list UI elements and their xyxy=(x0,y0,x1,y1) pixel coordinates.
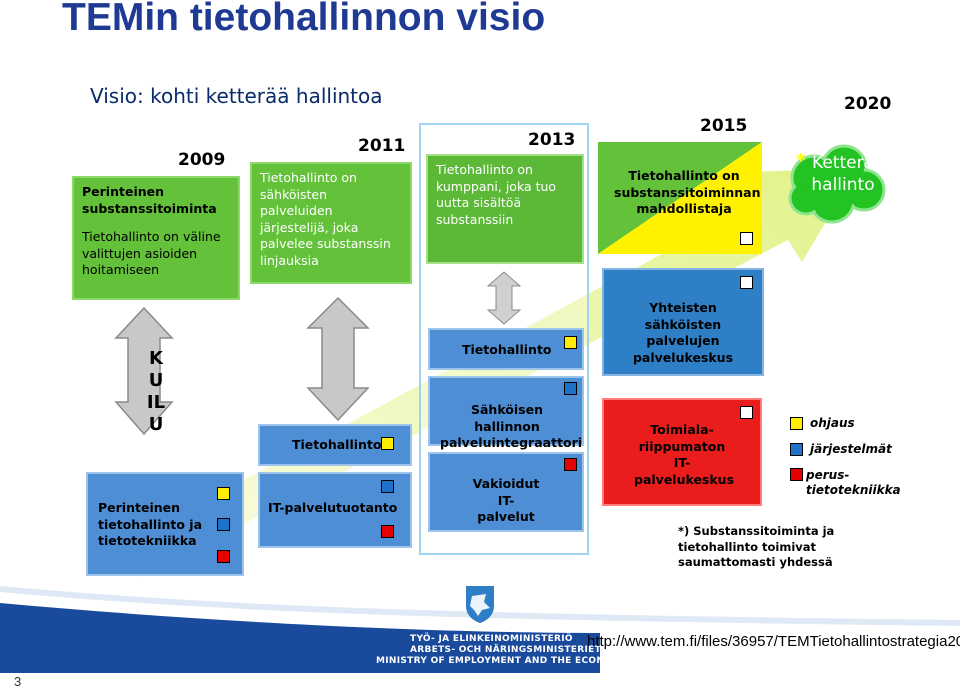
footnote: *) Substanssitoiminta ja tietohallinto t… xyxy=(678,524,835,570)
year-2020: 2020 xyxy=(844,94,892,114)
year-2009: 2009 xyxy=(178,150,226,170)
col2013-b2-text: Sähköisen hallinnon palveluintegraattori xyxy=(440,402,583,450)
cloud-text: Ketterä hallinto xyxy=(811,153,875,195)
col2011-ohjaus-marker xyxy=(381,437,394,450)
legend-perustietotekniikka-label: perus-tietotekniikka xyxy=(806,468,901,497)
source-url: http://www.tem.fi/files/36957/TEMTietoha… xyxy=(587,633,960,650)
footer-wave xyxy=(0,583,960,695)
col2013-b1-box: Tietohallinto xyxy=(428,328,584,370)
col2011-top-text: Tietohallinto on sähköisten palveluiden … xyxy=(260,170,391,268)
col2015-top-text: Tietohallinto on substanssitoiminnan mah… xyxy=(614,168,761,216)
legend-jarjestelmat-label: järjestelmät xyxy=(810,442,892,456)
col2013-jarjestelmat-marker xyxy=(564,382,577,395)
col2015-bottom-marker xyxy=(740,406,753,419)
page-number: 3 xyxy=(14,674,22,689)
col2011-jarjestelmat-marker xyxy=(381,480,394,493)
ministry-name-en: MINISTRY OF EMPLOYMENT AND THE ECONOMY xyxy=(376,656,629,666)
gap-label: KUILU xyxy=(146,348,166,435)
col2011-mid-text: Tietohallinto xyxy=(292,437,382,452)
page-title: TEMin tietohallinnon visio xyxy=(62,0,546,39)
ministry-name-sv: ARBETS- OCH NÄRINGSMINISTERIET xyxy=(410,645,602,655)
col2011-perustietotekniikka-marker xyxy=(381,525,394,538)
vision-diagram: Visio: kohti ketterää hallintoa 2009 201… xyxy=(62,72,901,577)
col2013-perustietotekniikka-marker xyxy=(564,458,577,471)
col2009-bottom-text: Perinteinen tietohallinto ja tietoteknii… xyxy=(98,500,203,548)
col2009-perustietotekniikka-marker xyxy=(217,550,230,563)
col2013-b2-box: Sähköisen hallinnon palveluintegraattori xyxy=(428,376,584,450)
legend-ohjaus-label: ohjaus xyxy=(810,416,855,430)
col2015-bottom-box: Toimiala-riippumaton IT-palvelukeskus xyxy=(602,398,762,506)
diagram-title: Visio: kohti ketterää hallintoa xyxy=(90,84,383,108)
col2011-bottom-text: IT-palvelutuotanto xyxy=(268,500,398,515)
col2009-top-text: Tietohallinto on väline valittujen asioi… xyxy=(82,229,221,277)
col2011-top-box: Tietohallinto on sähköisten palveluiden … xyxy=(250,162,412,284)
legend-jarjestelmat-swatch xyxy=(790,443,803,456)
col2013-top-box: Tietohallinto on kumppani, joka tuo uutt… xyxy=(426,154,584,264)
col2009-jarjestelmat-marker xyxy=(217,518,230,531)
col2009-ohjaus-marker xyxy=(217,487,230,500)
ministry-name-fi: TYÖ- JA ELINKEINOMINISTERIÖ xyxy=(410,634,573,644)
col2015-top-marker xyxy=(740,232,753,245)
col2013-b3-text: Vakioidut IT-palvelut xyxy=(472,476,540,524)
year-2015: 2015 xyxy=(700,116,748,136)
cloud-star: * xyxy=(796,150,806,171)
col2013-b1-text: Tietohallinto xyxy=(462,342,552,357)
col2015-mid-box: Yhteisten sähköisten palvelujen palveluk… xyxy=(602,268,764,376)
col2013-ohjaus-marker xyxy=(564,336,577,349)
legend-ohjaus-swatch xyxy=(790,417,803,430)
ministry-lion-logo xyxy=(466,586,494,623)
col2013-b3-box: Vakioidut IT-palvelut xyxy=(428,452,584,532)
cloud-shape xyxy=(788,144,886,224)
year-2011: 2011 xyxy=(358,136,406,156)
col2015-top-box: Tietohallinto on substanssitoiminnan mah… xyxy=(598,142,762,254)
col2015-bottom-text: Toimiala-riippumaton IT-palvelukeskus xyxy=(634,422,735,487)
col2015-mid-text: Yhteisten sähköisten palvelujen palveluk… xyxy=(632,300,734,365)
year-2013: 2013 xyxy=(528,130,576,150)
col2013-top-text: Tietohallinto on kumppani, joka tuo uutt… xyxy=(436,162,557,227)
col2009-top-heading: Perinteinen substanssitoiminta xyxy=(82,184,217,216)
col2009-top-box: Perinteinen substanssitoiminta Tietohall… xyxy=(72,176,240,300)
col2015-mid-marker xyxy=(740,276,753,289)
legend-perustietotekniikka-swatch xyxy=(790,468,803,481)
